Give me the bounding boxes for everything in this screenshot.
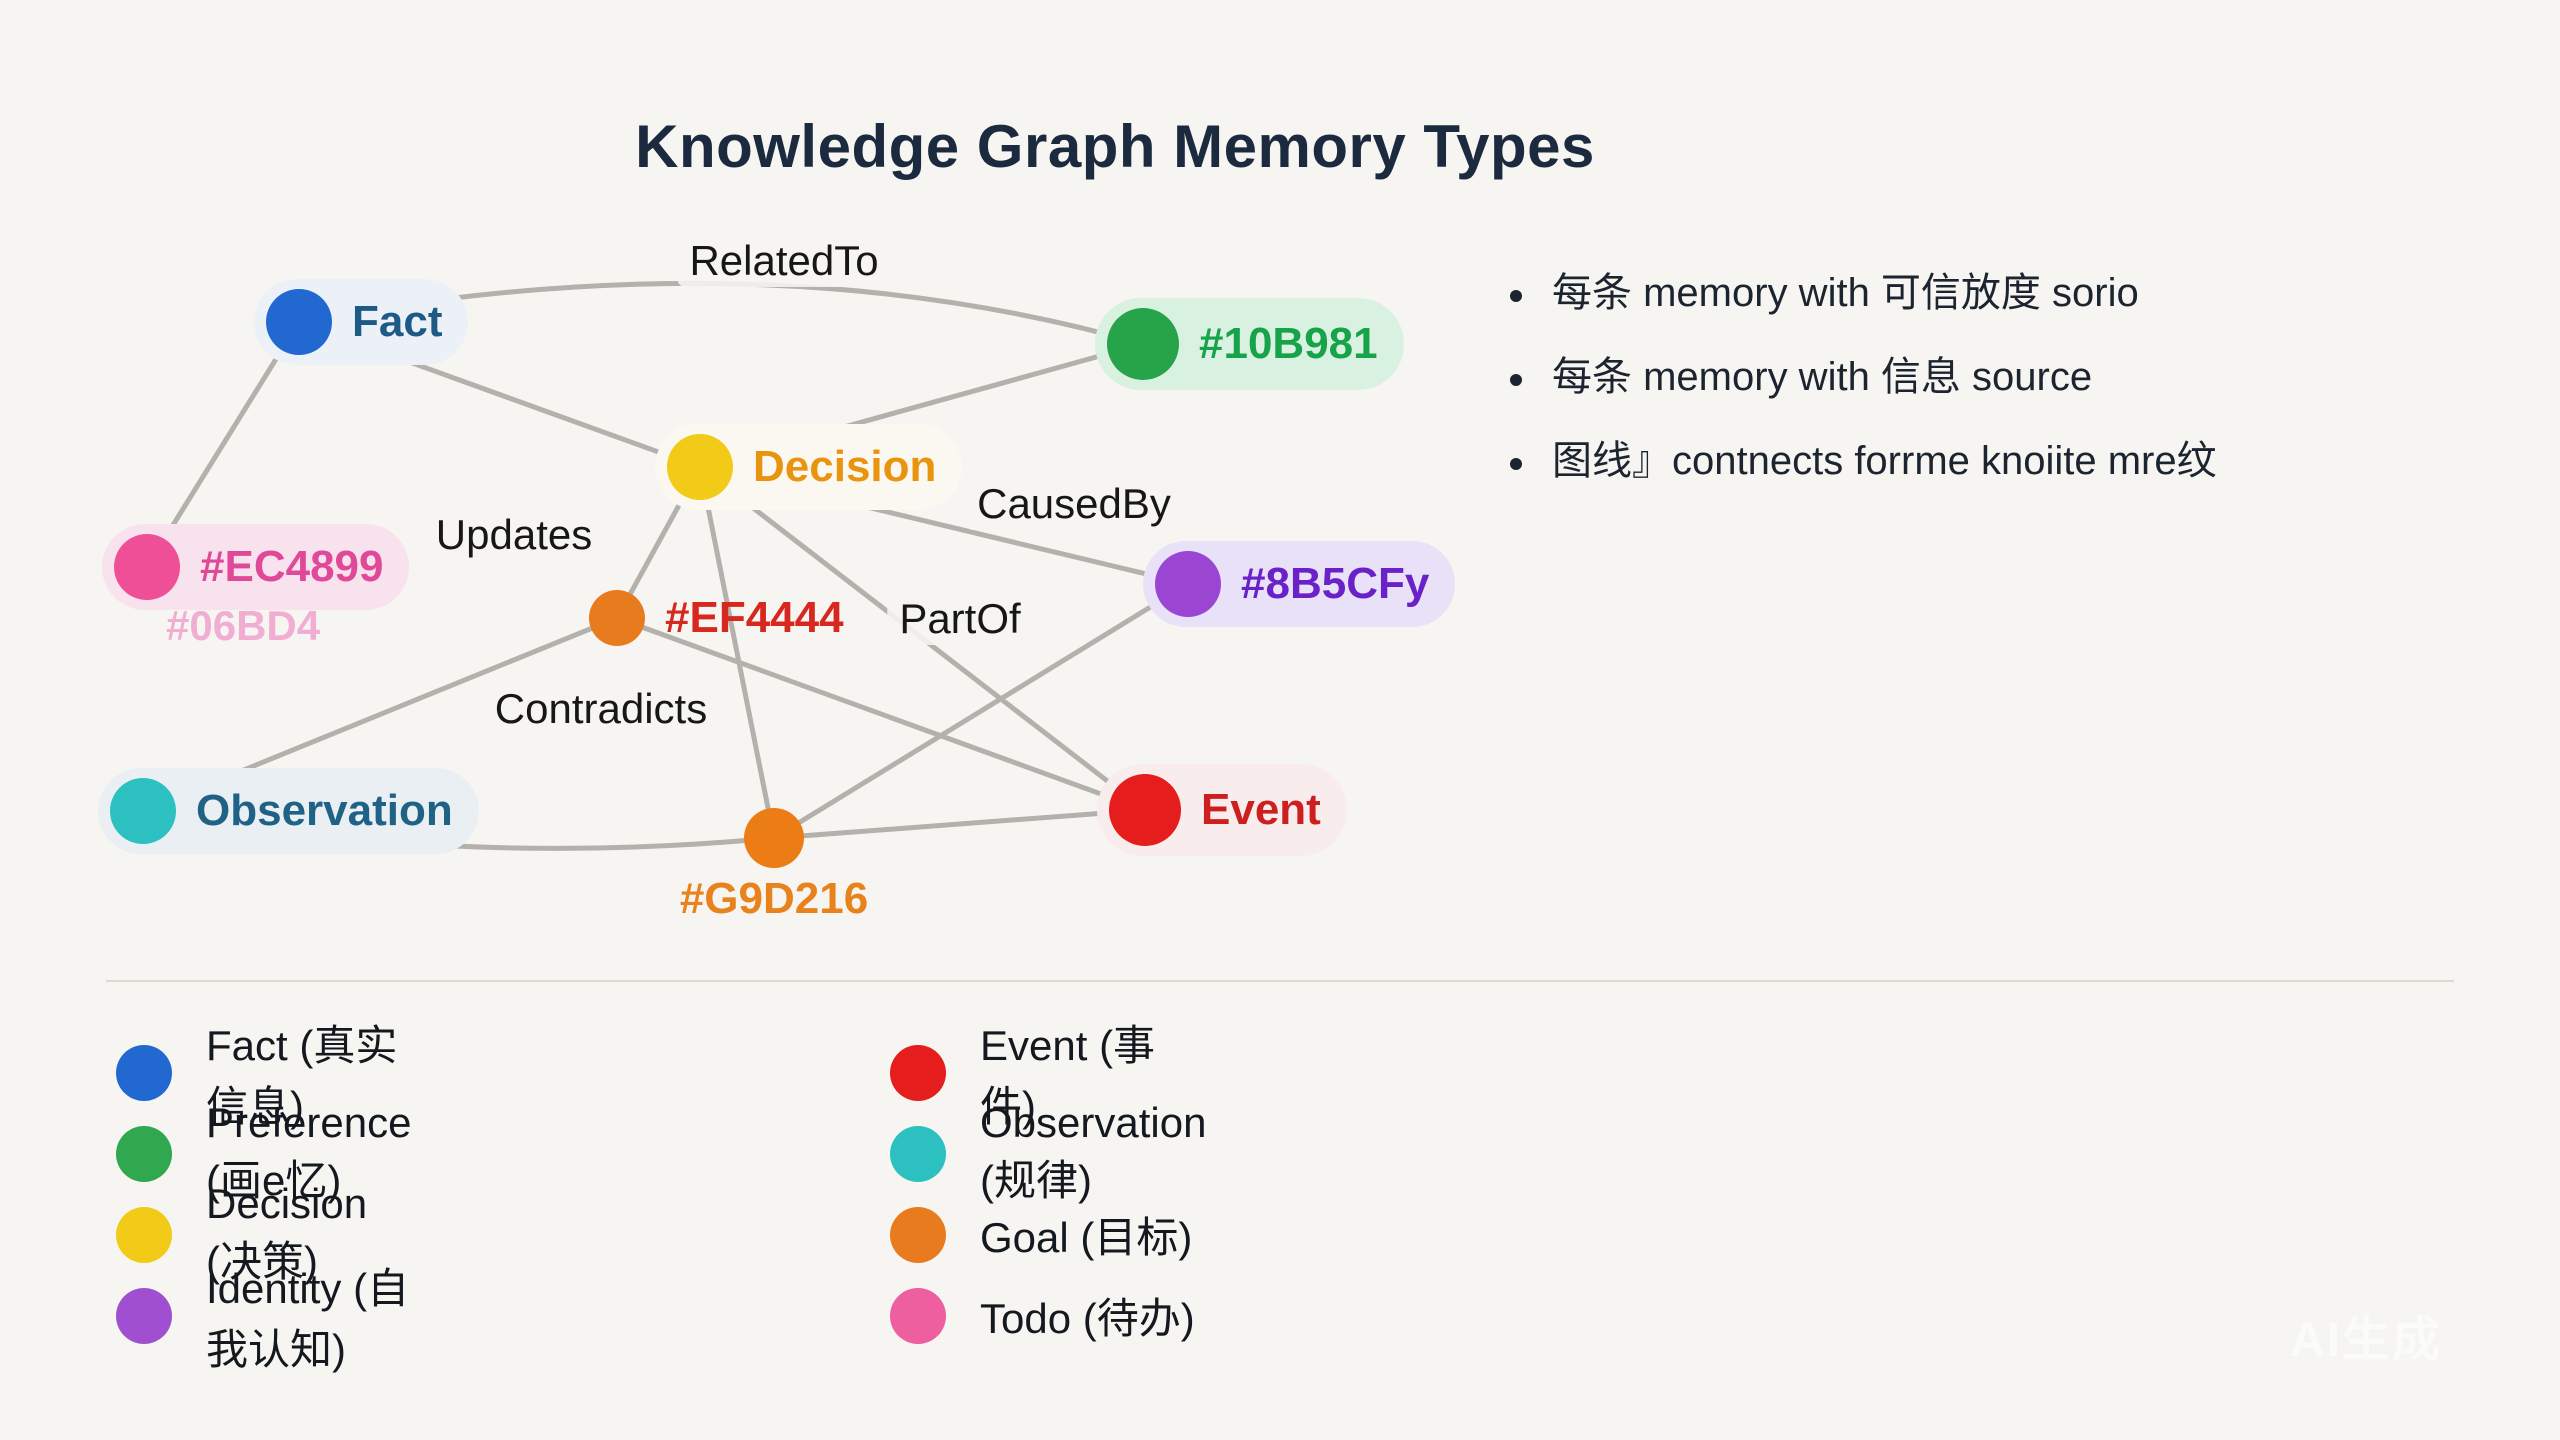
node-preference: #10B981: [1095, 298, 1404, 390]
note-item: 图线』contnects forrme knoiite mre纹: [1510, 436, 2217, 486]
legend-color-dot: [116, 1287, 172, 1344]
node-identity-dot: [1155, 551, 1221, 617]
node-todo-sub-label: #06BD4: [166, 602, 321, 649]
node-goal-bottom-label: #G9D216: [679, 874, 869, 923]
legend-label: Observation (规律): [980, 1099, 1207, 1204]
legend-label: Identity (自我认知): [206, 1264, 410, 1373]
node-decision-label: Decision: [753, 442, 937, 491]
node-event-dot: [1109, 774, 1181, 846]
legend-item: Event (事件): [890, 1022, 1206, 1130]
node-preference-dot: [1107, 308, 1179, 380]
page-title: Knowledge Graph Memory Types: [635, 113, 1595, 181]
node-todo: #EC4899 #06BD4: [102, 524, 410, 649]
node-observation-dot: [110, 778, 176, 844]
legend-column-2: Event (事件)Observation (规律) Goal (目标) Todo …: [890, 1022, 1206, 1356]
node-todo-dot: [114, 534, 180, 600]
edge-goal-mid-event: [614, 615, 1148, 813]
legend-label: Decision (决策): [206, 1180, 368, 1285]
edge-identity-goal-bottom: [771, 581, 1191, 841]
node-decision: Decision: [655, 424, 963, 510]
node-fact: Fact: [254, 279, 469, 365]
edge-label-partof: PartOf: [887, 593, 1033, 645]
node-goal-bottom: #G9D216: [654, 808, 894, 924]
note-text: 每条 memory with 信息 source: [1552, 355, 2093, 399]
legend-column-1: Fact (真实信息)Preference (画e忆)Decision (决策)…: [116, 1022, 411, 1373]
legend-color-dot: [890, 1044, 946, 1101]
node-preference-label: #10B981: [1199, 319, 1378, 368]
node-goal-bottom-dot: [744, 808, 804, 868]
node-event: Event: [1097, 764, 1347, 856]
bullet-icon: [1510, 374, 1522, 386]
notes-list: 每条 memory with 可信放度 sorio 每条 memory with …: [1510, 268, 2217, 520]
legend-item: Decision (决策): [116, 1180, 411, 1285]
legend-label: Todo (待办): [980, 1295, 1195, 1342]
edge-label-updates: Updates: [423, 509, 605, 561]
edge-goal-bottom-event: [771, 807, 1148, 841]
legend-item: Fact (真实信息): [116, 1022, 411, 1130]
node-todo-label: #EC4899: [200, 542, 384, 591]
node-fact-label: Fact: [352, 297, 443, 346]
legend-item: Todo (待办): [890, 1275, 1206, 1356]
node-identity: #8B5CFy: [1143, 541, 1456, 627]
node-goal-mid-dot: [589, 590, 645, 646]
legend-color-dot: [890, 1206, 946, 1263]
node-event-label: Event: [1201, 785, 1321, 834]
note-text: 每条 memory with 可信放度 sorio: [1552, 271, 2139, 315]
note-text: 图线』contnects forrme knoiite mre纹: [1552, 439, 2217, 483]
edge-label-contradicts: Contradicts: [482, 683, 720, 735]
node-observation: Observation: [98, 768, 479, 854]
legend-color-dot: [890, 1287, 946, 1344]
edge-label-relatedto: RelatedTo: [677, 235, 891, 287]
edge-decision-goal-bottom: [697, 464, 777, 841]
legend-color-dot: [116, 1206, 172, 1263]
edge-label-causedby: CausedBy: [965, 478, 1183, 530]
node-fact-dot: [266, 289, 332, 355]
legend-item: Identity (自我认知): [116, 1265, 411, 1373]
legend-color-dot: [116, 1125, 172, 1182]
node-observation-label: Observation: [196, 786, 453, 835]
legend-item: Preference (画e忆): [116, 1099, 411, 1204]
node-goal-mid: #EF4444: [577, 580, 870, 656]
legend-color-dot: [890, 1125, 946, 1182]
legend-color-dot: [116, 1044, 172, 1101]
note-item: 每条 memory with 信息 source: [1510, 352, 2217, 402]
bullet-icon: [1510, 458, 1522, 470]
note-item: 每条 memory with 可信放度 sorio: [1510, 268, 2217, 318]
bullet-icon: [1510, 290, 1522, 302]
node-decision-dot: [667, 434, 733, 500]
node-identity-label: #8B5CFy: [1241, 559, 1430, 608]
legend-label: Fact (真实信息): [206, 1021, 398, 1130]
legend-item: Observation (规律): [890, 1099, 1206, 1204]
legend-label: Goal (目标): [980, 1214, 1193, 1261]
watermark: AI生成: [2290, 1314, 2443, 1367]
legend-label: Preference (画e忆): [206, 1099, 412, 1204]
legend-item: Goal (目标): [890, 1194, 1206, 1275]
divider-line: [106, 980, 2454, 982]
legend-label: Event (事件): [980, 1021, 1156, 1130]
node-goal-mid-label: #EF4444: [665, 593, 844, 642]
